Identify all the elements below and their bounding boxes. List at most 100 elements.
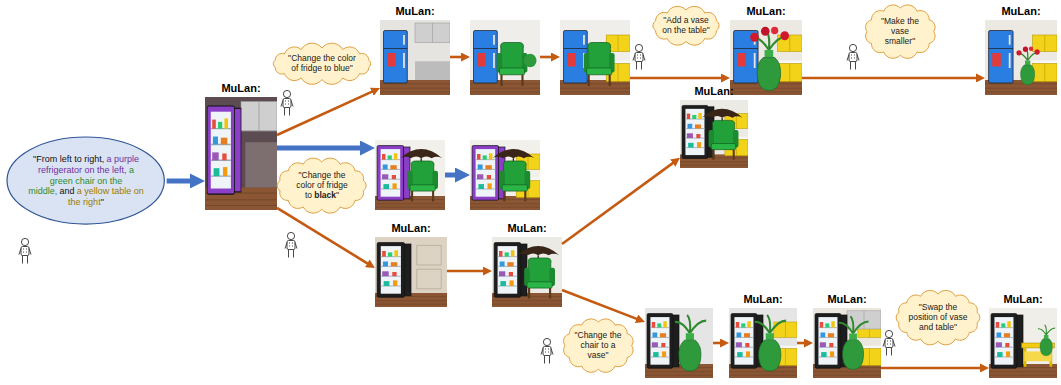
image-top-5-part xyxy=(985,20,1057,95)
image-middle-1-part xyxy=(375,140,445,210)
image-top-1-part xyxy=(415,61,450,80)
image-row-2 xyxy=(729,308,797,378)
orange-arrow xyxy=(540,56,552,59)
blue-arrow xyxy=(277,146,362,151)
bubble-text-part: and xyxy=(59,186,74,196)
image-panel: MuLan: xyxy=(492,237,562,307)
image-panel: MuLan: xyxy=(730,20,802,95)
image-row-1-part xyxy=(647,314,679,369)
orange-arrow xyxy=(562,290,637,319)
image-caption: MuLan: xyxy=(507,222,546,235)
image-top-3-part xyxy=(584,43,615,87)
image-top-5-part xyxy=(1031,35,1057,82)
image-bottom-2-part xyxy=(524,258,555,299)
person-icon xyxy=(281,90,293,115)
image-first-part xyxy=(245,142,277,187)
image-caption: MuLan: xyxy=(827,293,866,306)
image-caption: MuLan: xyxy=(391,222,430,235)
image-top-1 xyxy=(380,20,450,95)
image-top-1-part xyxy=(380,20,450,95)
bubble-text: "Change the chair to a vase" xyxy=(573,331,623,360)
bubble-text-part: "Change the color of fridge to blue" xyxy=(288,53,356,73)
image-row-1-part xyxy=(675,315,706,371)
bubble-text-part: black xyxy=(314,190,336,200)
bubble-text-part: "From left to right, xyxy=(33,154,104,164)
image-bottom-1-part xyxy=(377,243,411,298)
image-row-4 xyxy=(989,308,1057,378)
bubble-text-part: " xyxy=(336,190,339,200)
image-middle-2 xyxy=(470,140,540,210)
speech-bubble: "Change the color of fridge toblack" xyxy=(273,156,370,215)
cloud-outline xyxy=(865,5,935,58)
person-icon xyxy=(541,338,553,363)
image-row-3-part xyxy=(813,308,881,378)
arrow-connector xyxy=(277,91,373,135)
image-top-1-part xyxy=(384,31,408,84)
image-bottom-1-part xyxy=(375,237,447,307)
cloud-outline xyxy=(896,291,980,345)
image-caption: MuLan: xyxy=(743,293,782,306)
prompt-bubble: "From left to right,a purple refrigerato… xyxy=(5,135,166,226)
image-panel: MuLan: xyxy=(205,97,277,210)
image-branch xyxy=(680,100,748,168)
image-panel: MuLan: xyxy=(380,20,450,95)
image-row-4-part xyxy=(991,314,1023,369)
cloud-outline xyxy=(563,319,633,372)
image-first-part xyxy=(207,106,241,194)
image-top-2-part xyxy=(497,43,528,87)
bubble-text-part: a yellow table on the right xyxy=(68,186,144,207)
ellipse-outline xyxy=(7,137,164,224)
image-top-2-part xyxy=(524,54,537,68)
image-row-3 xyxy=(813,308,881,378)
image-row-4-part xyxy=(989,308,1057,378)
image-top-3 xyxy=(560,20,630,95)
arrow-connector xyxy=(802,77,977,80)
image-middle-2-part xyxy=(499,161,530,202)
image-bottom-2-part xyxy=(494,243,527,298)
arrow-connector xyxy=(167,178,192,183)
image-bottom-1-part xyxy=(417,245,441,288)
image-branch-part xyxy=(680,100,748,168)
cloud-outline xyxy=(273,43,370,84)
image-caption: MuLan: xyxy=(1001,5,1040,18)
person-icon xyxy=(633,44,645,69)
speech-bubble: "Change the color of fridge to blue" xyxy=(268,42,376,86)
image-top-4-part xyxy=(730,20,802,95)
image-caption: MuLan: xyxy=(1003,293,1042,306)
image-row-2-part xyxy=(755,315,786,371)
arrow-connector xyxy=(797,342,805,345)
image-middle-2-part xyxy=(470,140,540,210)
bubble-text-part: " xyxy=(101,197,104,207)
image-top-1-part xyxy=(415,23,450,43)
person-icon xyxy=(285,232,297,257)
arrow-connector xyxy=(562,163,673,244)
bubble-text: "Swap the position of vase and table" xyxy=(908,303,968,332)
image-panel: MuLan: xyxy=(729,308,797,378)
image-row-2-part xyxy=(729,308,797,378)
image-top-3-part xyxy=(564,31,588,84)
image-caption: MuLan: xyxy=(694,85,733,98)
image-middle-1-part xyxy=(377,146,410,201)
image-caption: MuLan: xyxy=(746,5,785,18)
bubble-text: "Add a vase on the table" xyxy=(662,16,710,36)
image-branch-part xyxy=(709,120,739,159)
image-panel: MuLan: xyxy=(813,308,881,378)
person-icon xyxy=(883,330,895,355)
bubble-text-part: "Add a vase on the table" xyxy=(662,15,709,35)
blue-arrow xyxy=(445,173,457,178)
arrow-connector xyxy=(447,270,484,273)
image-row-3-part xyxy=(815,314,847,369)
image-first xyxy=(205,97,277,210)
image-row-4-part xyxy=(1038,325,1055,356)
image-bottom-2 xyxy=(492,237,562,307)
arrow-connector xyxy=(881,367,981,370)
image-row-1-part xyxy=(645,308,713,378)
image-panel: MuLan: xyxy=(375,237,447,307)
arrow-connector xyxy=(277,208,368,264)
image-first-part xyxy=(205,97,277,210)
speech-bubble: "Swap the position of vase and table" xyxy=(892,288,984,347)
cloud-outline xyxy=(653,7,719,46)
image-panel: MuLan: xyxy=(985,20,1057,95)
orange-arrow xyxy=(630,77,722,80)
